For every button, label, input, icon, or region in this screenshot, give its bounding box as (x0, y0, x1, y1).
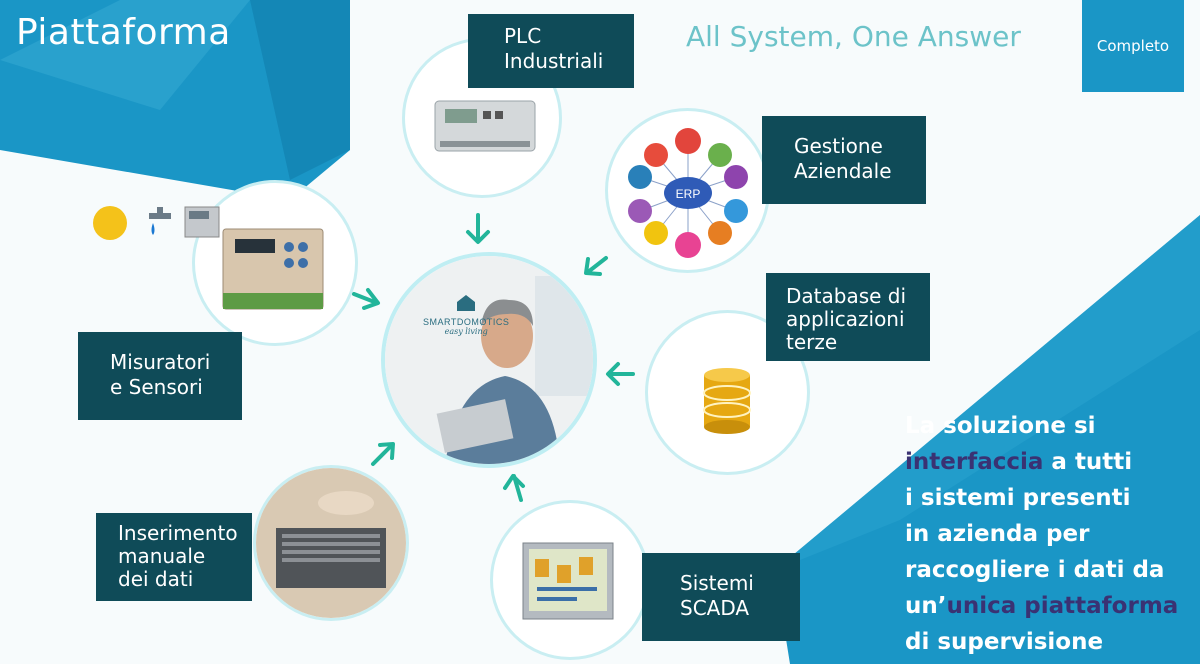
hub-logo: SMARTDOMOTICS easy living (423, 294, 509, 336)
highlight-interfaccia: interfaccia (905, 449, 1044, 475)
hub-brand: SMARTDOMOTICS (423, 317, 510, 327)
page-title: Piattaforma (16, 12, 231, 53)
statement-line1: La soluzione si (905, 413, 1096, 439)
meters-line1: Misuratori (110, 350, 211, 374)
manual-line1: Inserimento (118, 521, 238, 545)
meter-device-icon (222, 228, 324, 310)
arrow-from-scada (503, 474, 525, 502)
database-label-box: Database di applicazioni terze (766, 273, 930, 361)
arrow-from-erp (584, 256, 608, 276)
bulb-icon (93, 206, 127, 240)
hub-circle: SMARTDOMOTICS easy living (381, 252, 597, 468)
tagline: All System, One Answer (686, 20, 1021, 53)
arrow-from-plc (466, 213, 490, 244)
erp-label-box: Gestione Aziendale (762, 116, 926, 204)
erp-center-label: ERP (676, 187, 701, 201)
statement-line6: un’unica piattaforma (905, 588, 1195, 624)
scada-label-box: Sistemi SCADA (642, 553, 800, 641)
hub-slogan: easy living (444, 327, 488, 336)
energy-meter-icon (183, 203, 221, 241)
erp-line2: Aziendale (794, 159, 892, 183)
highlight-unica-piattaforma: unica piattaforma (946, 593, 1179, 619)
tap-icon (145, 205, 175, 241)
statement-line4: in azienda per (905, 521, 1090, 547)
database-icon (703, 368, 751, 434)
statement-line5: raccogliere i dati da (905, 557, 1165, 583)
statement-line2-rest: a tutti (1043, 449, 1133, 475)
plc-line1: PLC (504, 24, 542, 48)
house-logo-icon (457, 295, 476, 311)
meters-label-box: Misuratori e Sensori (78, 332, 242, 420)
scada-line1: Sistemi (680, 571, 754, 595)
hub-photo (385, 256, 593, 464)
meters-circle (192, 180, 358, 346)
completo-badge[interactable]: Completo (1082, 0, 1184, 92)
scada-panel-icon (522, 542, 614, 620)
erp-line1: Gestione (794, 134, 883, 158)
statement-line6-start: un’ (905, 593, 947, 619)
plc-label-box: PLC Industriali (468, 14, 634, 88)
solution-statement: La soluzione si interfaccia a tutti i si… (905, 408, 1195, 660)
erp-wheel-icon: ERP (628, 128, 748, 258)
erp-circle: ERP (605, 108, 770, 273)
database-line2: applicazioni (786, 307, 905, 331)
statement-line7: di supervisione (905, 629, 1104, 655)
database-line3: terze (786, 330, 838, 354)
statement-line2: interfaccia a tutti (905, 444, 1195, 480)
plc-device-icon (434, 100, 536, 152)
scada-line2: SCADA (680, 596, 750, 620)
statement-line3: i sistemi presenti (905, 485, 1131, 511)
meters-line2: e Sensori (110, 375, 203, 399)
database-line1: Database di (786, 284, 907, 308)
manual-line2: manuale (118, 544, 206, 568)
arrow-from-meters (352, 288, 380, 310)
arrow-from-manual (371, 442, 395, 466)
manual-label-box: Inserimento manuale dei dati (96, 513, 252, 601)
manual-circle (253, 465, 409, 621)
arrow-from-database (606, 362, 635, 386)
manual-line3: dei dati (118, 567, 194, 591)
plc-line2: Industriali (504, 49, 604, 73)
laptop-typing-icon (256, 468, 406, 618)
